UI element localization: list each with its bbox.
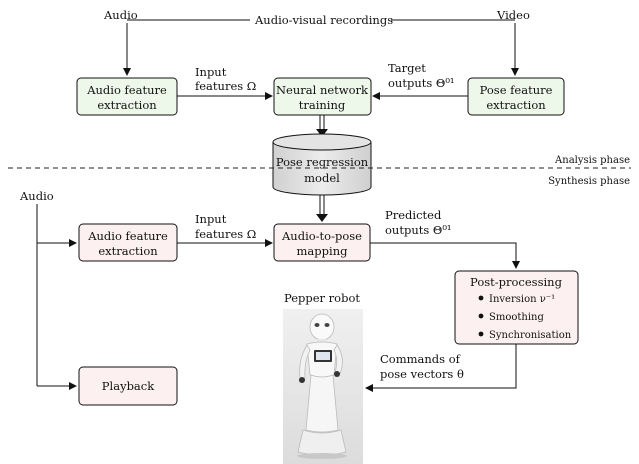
commands-label-line2: pose vectors θ [380,367,464,381]
model-line: Pose regression [276,155,369,169]
audio-feature-extraction-box-analysis: Audio feature extraction [76,77,178,116]
input-features-label-line2: features Ω [195,227,256,241]
predicted-outputs-label-line2: outputs Θ⁰¹ [385,223,452,237]
commands-arrow [365,344,517,392]
box-line: Pose feature [480,83,553,97]
neural-network-training-box: Neural network training [273,77,372,116]
playback-box: Playback [78,366,178,406]
input-features-label-line1: Input [195,65,227,79]
pose-feature-extraction-box: Pose feature extraction [467,77,565,116]
post-processing-item: Synchronisation [489,330,572,341]
video-source-label: Video [496,8,530,22]
box-line: Audio feature [86,83,167,97]
audio-left-label: Audio [19,189,54,203]
audio-source-label: Audio [103,8,138,22]
post-processing-item: Inversion ν⁻¹ [489,294,555,305]
model-line: model [304,171,340,185]
input-features-label-line2: features Ω [195,79,256,93]
analysis-phase-label: Analysis phase [554,155,630,166]
audio-to-pose-mapping-box: Audio-to-pose mapping [273,223,371,262]
bullet [478,331,484,337]
box-line: extraction [486,98,546,112]
model-to-mapping-arrowhead [316,214,328,222]
bullet [478,295,484,301]
post-processing-title: Post-processing [470,275,563,289]
box-line: extraction [97,98,157,112]
pepper-robot-label: Pepper robot [284,291,360,305]
nn-to-model-arrowhead [316,129,328,137]
target-outputs-label-line2: outputs Θ⁰¹ [388,76,455,90]
pepper-robot-image [283,309,363,464]
playback-label: Playback [102,379,155,393]
bullet [478,313,484,319]
box-line: Audio feature [87,229,168,243]
predicted-outputs-label-line1: Predicted [385,208,442,222]
commands-label-line1: Commands of [380,352,461,366]
target-outputs-label-line1: Target [388,61,426,75]
post-processing-item: Smoothing [489,312,544,323]
box-line: training [299,98,346,112]
predicted-outputs-arrow [370,242,520,269]
input-features-label-line1: Input [195,212,227,226]
pose-regression-model-cylinder: Pose regression model [272,133,372,196]
post-processing-box: Post-processing Inversion ν⁻¹ Smoothing … [454,270,579,345]
box-line: mapping [297,244,349,258]
box-line: extraction [98,244,158,258]
audio-feature-extraction-box-synthesis: Audio feature extraction [78,223,178,262]
recordings-label: Audio-visual recordings [254,13,393,27]
synthesis-phase-label: Synthesis phase [548,176,630,187]
box-line: Neural network [276,83,369,97]
box-line: Audio-to-pose [281,229,362,243]
